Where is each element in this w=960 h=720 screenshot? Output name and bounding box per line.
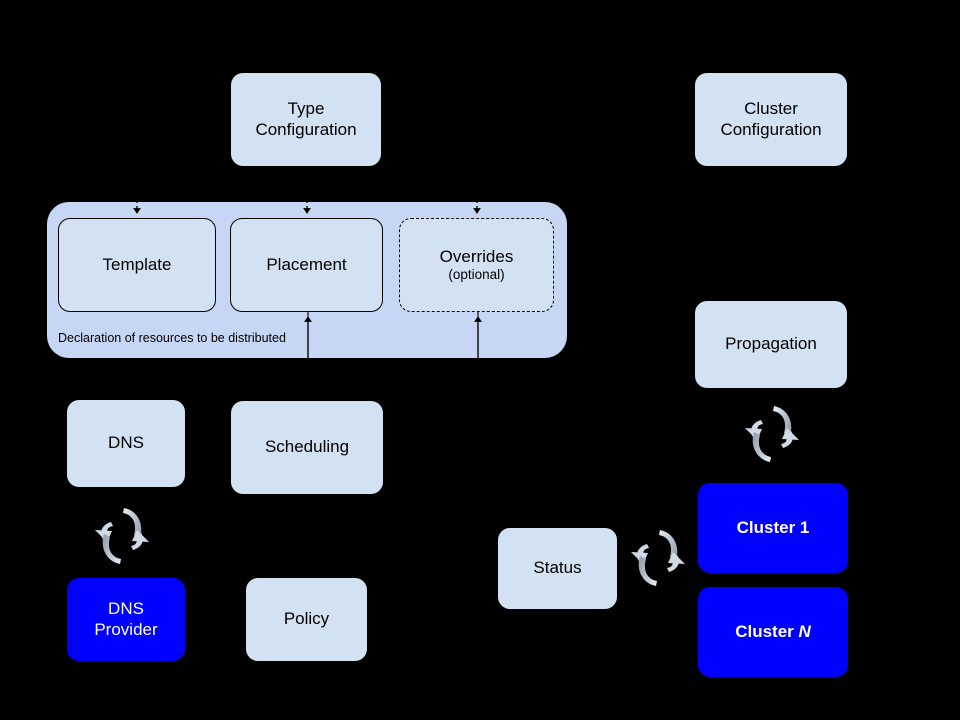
node-cluster-1[interactable]: Cluster 1 (698, 483, 848, 573)
node-cluster-n-suffix: N (798, 621, 811, 641)
node-template-label: Template (102, 254, 172, 274)
node-type-configuration[interactable]: Type Configuration (231, 73, 381, 166)
node-policy[interactable]: Policy (246, 578, 367, 661)
node-cluster-configuration-line1: Cluster (744, 99, 798, 119)
node-scheduling[interactable]: Scheduling (231, 401, 383, 494)
node-cluster-n[interactable]: Cluster N (698, 587, 848, 677)
node-placement[interactable]: Placement (230, 218, 383, 312)
node-dns-label: DNS (108, 433, 144, 453)
node-type-configuration-text: Type Configuration (255, 99, 356, 139)
node-cluster-n-text: Cluster N (735, 622, 811, 642)
node-status-label: Status (533, 558, 582, 578)
node-dns-provider[interactable]: DNS Provider (67, 578, 185, 661)
node-type-configuration-line1: Type (287, 99, 325, 119)
node-scheduling-label: Scheduling (264, 437, 350, 457)
node-cluster-configuration[interactable]: Cluster Configuration (695, 73, 847, 166)
node-type-configuration-line2: Configuration (255, 119, 357, 139)
node-cluster-1-text: Cluster 1 (737, 518, 810, 538)
sync-arrows-icon-status (626, 522, 690, 594)
node-propagation-label: Propagation (725, 334, 817, 354)
node-dns-provider-text: DNS Provider (94, 599, 157, 639)
node-overrides-text: Overrides (optional) (440, 247, 514, 283)
node-template[interactable]: Template (58, 218, 216, 312)
node-cluster-configuration-line2: Configuration (720, 119, 822, 139)
node-dns[interactable]: DNS (67, 400, 185, 487)
sync-arrows-icon-propagation (740, 398, 804, 470)
node-overrides-label: Overrides (439, 246, 514, 266)
node-cluster-1-suffix: 1 (799, 517, 810, 537)
node-policy-label: Policy (283, 609, 330, 629)
node-status[interactable]: Status (498, 528, 617, 609)
node-overrides[interactable]: Overrides (optional) (399, 218, 554, 312)
node-placement-label: Placement (266, 254, 347, 274)
node-overrides-sublabel: (optional) (448, 266, 505, 282)
node-cluster-n-prefix: Cluster (735, 621, 799, 641)
sync-arrows-icon-dns (90, 500, 154, 572)
panel-caption: Declaration of resources to be distribut… (58, 331, 286, 345)
node-cluster-configuration-text: Cluster Configuration (720, 99, 821, 139)
node-propagation[interactable]: Propagation (695, 301, 847, 388)
node-dns-provider-line2: Provider (94, 619, 158, 639)
node-cluster-1-prefix: Cluster (736, 517, 800, 537)
node-dns-provider-line1: DNS (108, 599, 144, 619)
